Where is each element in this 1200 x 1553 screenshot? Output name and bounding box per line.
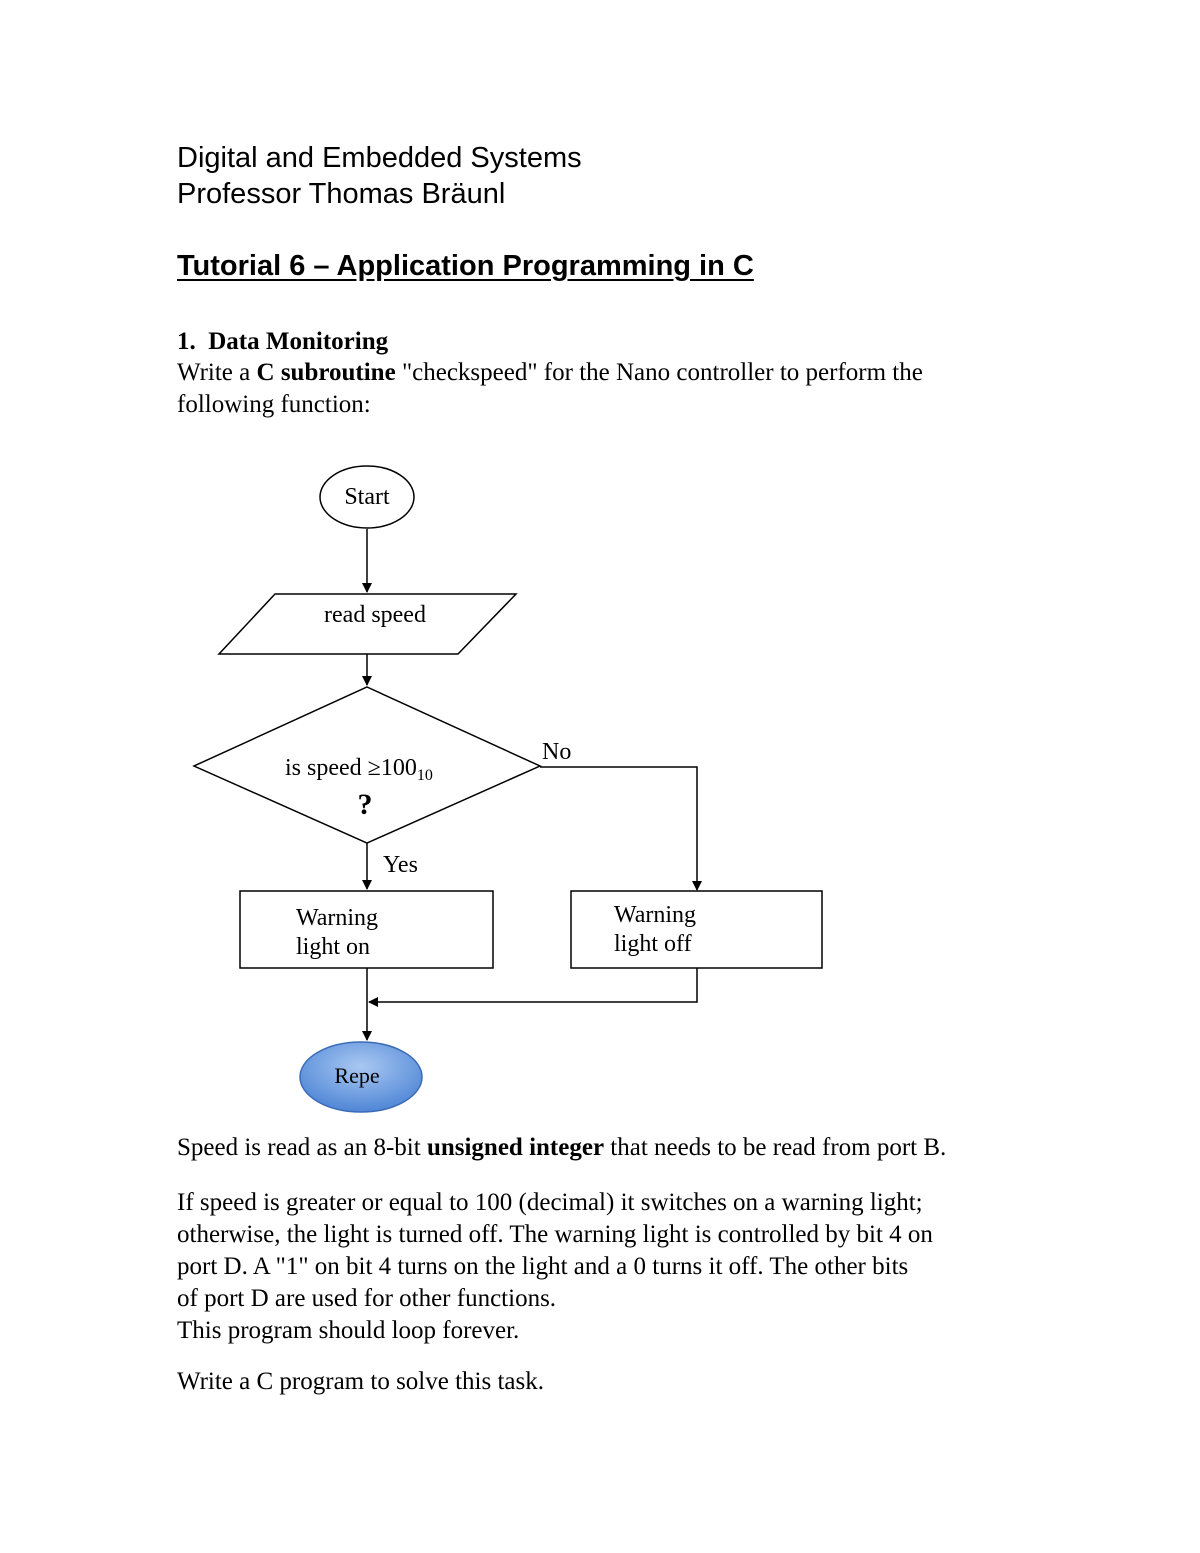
- input-parallelogram: [217, 593, 518, 655]
- warning-light-on-box: [239, 890, 494, 969]
- intro-line-1: Write a C subroutine "checkspeed" for th…: [177, 359, 923, 387]
- intro-text-1: Write a: [177, 359, 257, 386]
- decision-subscript: 10: [417, 767, 433, 784]
- intro-line-2: following function:: [177, 391, 371, 418]
- start-label: Start: [344, 484, 390, 510]
- paragraph-speed-read: Speed is read as an 8-bit unsigned integ…: [177, 1134, 946, 1162]
- para2-line-4: of port D are used for other functions.: [177, 1285, 557, 1312]
- course-title: Digital and Embedded Systems: [177, 142, 582, 174]
- decision-question-mark: ?: [358, 788, 373, 821]
- para2-line-1: If speed is greater or equal to 100 (dec…: [177, 1189, 923, 1216]
- warning-light-off-line1: Warning: [614, 902, 696, 928]
- para1-text-a: Speed is read as an 8-bit: [177, 1134, 427, 1161]
- warning-light-on-line1: Warning: [296, 905, 378, 931]
- para1-text-b: that needs to be read from port B.: [604, 1134, 947, 1161]
- arrow-no-branch: [540, 766, 702, 891]
- warning-light-off-line2: light off: [614, 931, 692, 957]
- intro-bold: C subroutine: [256, 359, 396, 386]
- no-label: No: [542, 739, 571, 765]
- arrow-off-to-merge: [368, 968, 698, 1007]
- intro-text-2: "checkspeed" for the Nano controller to …: [395, 359, 923, 386]
- yes-label: Yes: [383, 852, 418, 878]
- end-terminal: [299, 1041, 423, 1113]
- paragraph-task: Write a C program to solve this task.: [177, 1368, 544, 1395]
- tutorial-title: Tutorial 6 – Application Programming in …: [177, 250, 754, 282]
- section-number: 1.: [177, 328, 196, 355]
- end-label: Repe: [334, 1063, 379, 1088]
- paragraph-warning-logic: If speed is greater or equal to 100 (dec…: [177, 1187, 1037, 1347]
- para2-line-2: otherwise, the light is turned off. The …: [177, 1221, 933, 1248]
- section-title: Data Monitoring: [208, 328, 389, 355]
- warning-light-off-box: [570, 890, 823, 969]
- para1-bold: unsigned integer: [426, 1134, 605, 1161]
- para2-line-5: This program should loop forever.: [177, 1317, 520, 1344]
- section-heading: 1. Data Monitoring: [177, 328, 388, 356]
- start-terminal: [319, 465, 415, 529]
- para2-line-3: port D. A "1" on bit 4 turns on the ligh…: [177, 1253, 909, 1280]
- warning-light-on-line2: light on: [296, 934, 370, 960]
- decision-main-text: is speed ≥100: [285, 755, 417, 781]
- professor-name: Professor Thomas Bräunl: [177, 178, 506, 210]
- input-label: read speed: [324, 602, 426, 628]
- decision-label: is speed ≥10010: [285, 755, 433, 784]
